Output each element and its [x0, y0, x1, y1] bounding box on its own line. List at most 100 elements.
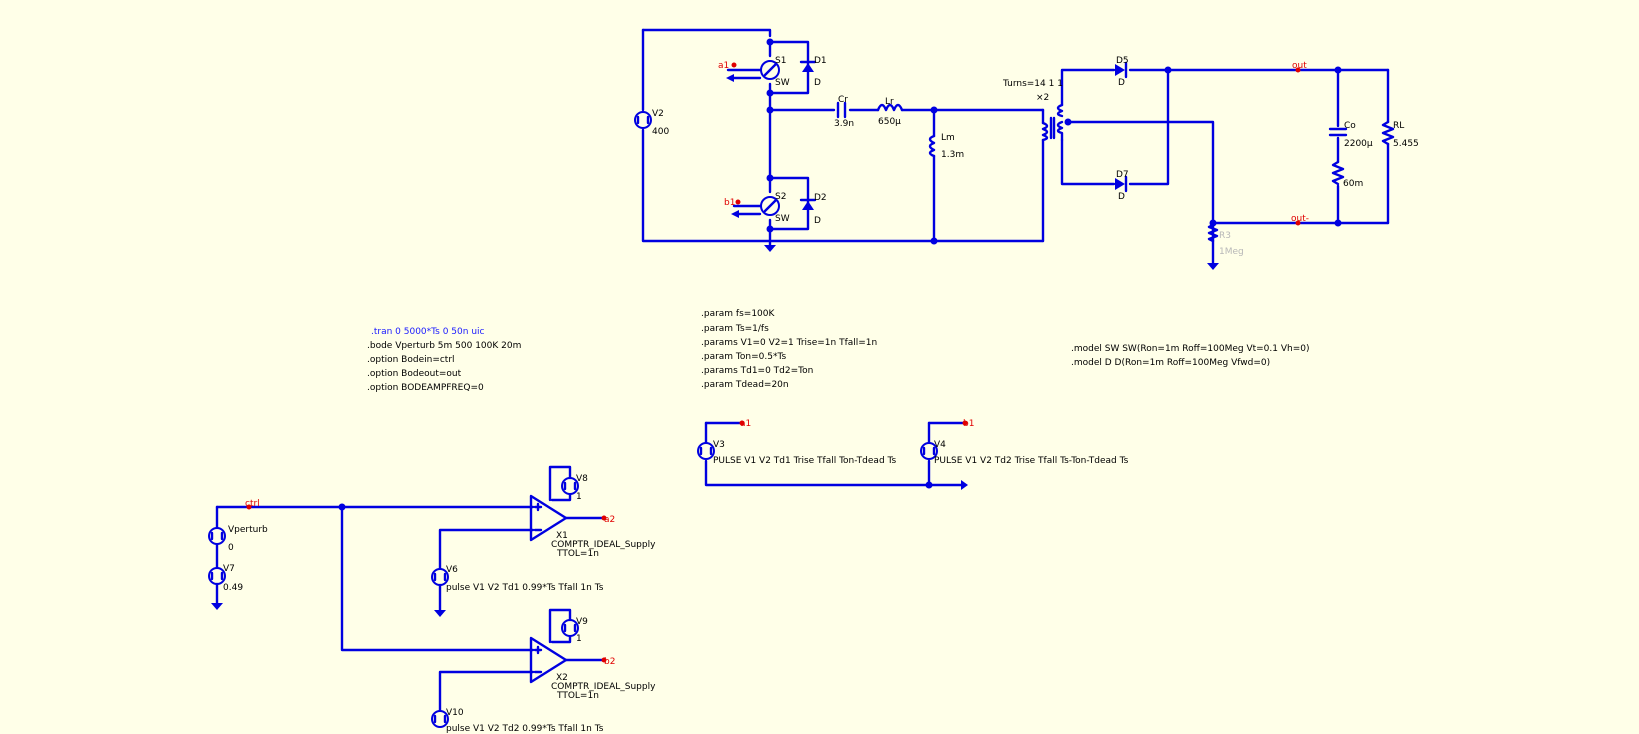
analysis-line-1: .bode Vperturb 5m 500 100K 20m: [367, 341, 521, 351]
switch-s1[interactable]: a1 S1 SW: [718, 56, 790, 88]
s1-model: SW: [775, 78, 790, 88]
d7-ref: D7: [1116, 170, 1129, 180]
vperturb-ref: Vperturb: [228, 525, 268, 535]
supply-source-v9[interactable]: V9 1: [561, 617, 588, 644]
ramp-source-v6[interactable]: V6 pulse V1 V2 Td1 0.99*Ts Tfall 1n Ts: [431, 565, 604, 593]
v2-value: 400: [652, 127, 669, 137]
param-line-4: .param Ton=0.5*Ts: [701, 352, 786, 362]
resistor-r3[interactable]: R3 1Meg: [1207, 223, 1244, 270]
cr-value: 3.9n: [834, 119, 854, 129]
lr-value: 650µ: [878, 117, 901, 127]
d1-ref: D1: [814, 56, 827, 66]
net-b1: b1: [724, 198, 735, 208]
control-wires: [211, 465, 606, 712]
net-b1-source: b1: [963, 419, 974, 429]
ramp-source-v10[interactable]: V10 pulse V1 V2 Td2 0.99*Ts Tfall 1n Ts: [431, 708, 604, 734]
v9-value: 1: [576, 634, 582, 644]
net-b2: b2: [604, 657, 615, 667]
comparator-x1[interactable]: a2 X1 COMPTR_IDEAL_Supply TTOL=1n: [529, 494, 656, 559]
param-line-3: .params V1=0 V2=1 Trise=1n Tfall=1n: [701, 338, 877, 348]
d5-ref: D5: [1116, 56, 1129, 66]
bias-source-v7[interactable]: V7 0.49: [208, 564, 243, 593]
v4-value: PULSE V1 V2 Td2 Trise Tfall Ts-Ton-Tdead…: [934, 456, 1129, 466]
v6-ref: V6: [446, 565, 458, 575]
v10-ref: V10: [446, 708, 464, 718]
analysis-line-3: .option Bodeout=out: [367, 369, 462, 379]
comparator-x2[interactable]: b2 X2 COMPTR_IDEAL_Supply TTOL=1n: [529, 636, 656, 701]
r3-value: 1Meg: [1219, 247, 1244, 257]
xfmr-ref: ×2: [1036, 93, 1049, 103]
net-a1: a1: [718, 61, 729, 71]
v6-value: pulse V1 V2 Td1 0.99*Ts Tfall 1n Ts: [446, 583, 604, 593]
x2-param: TTOL=1n: [556, 691, 599, 701]
ctrl-net: ctrl: [245, 499, 260, 510]
inductor-lm[interactable]: Lm 1.3m: [928, 133, 964, 160]
inductor-lr[interactable]: Lr 650µ: [876, 97, 904, 127]
model-directives[interactable]: .model SW SW(Ron=1m Roff=100Meg Vt=0.1 V…: [1071, 344, 1310, 368]
analysis-directives[interactable]: .bode Vperturb 5m 500 100K 20m .option B…: [367, 341, 521, 393]
param-line-6: .param Tdead=20n: [701, 380, 789, 390]
rl-ref: RL: [1393, 121, 1404, 131]
lm-ref: Lm: [941, 133, 955, 143]
capacitor-co[interactable]: Co 2200µ: [1328, 121, 1373, 149]
v7-ref: V7: [223, 564, 235, 574]
esr-value: 60m: [1343, 179, 1363, 189]
resistor-esr[interactable]: 60m: [1331, 160, 1363, 189]
diode-d2[interactable]: D2 D: [799, 193, 827, 226]
diode-d5[interactable]: D5 D: [1115, 56, 1129, 88]
v2-ref: V2: [652, 109, 664, 119]
voltage-source-v2[interactable]: V2 400: [634, 109, 669, 137]
tran-directive-text: .tran 0 5000*Ts 0 50n uic: [371, 327, 485, 337]
model-line-1: .model SW SW(Ron=1m Roff=100Meg Vt=0.1 V…: [1071, 344, 1310, 354]
v8-ref: V8: [576, 474, 588, 484]
perturb-source-vperturb[interactable]: Vperturb 0: [208, 525, 268, 553]
param-line-2: .param Ts=1/fs: [701, 324, 769, 334]
transformer-x2[interactable]: Turns=14 1 1 ×2: [1002, 79, 1064, 142]
v10-value: pulse V1 V2 Td2 0.99*Ts Tfall 1n Ts: [446, 724, 604, 734]
net-a2: a2: [604, 515, 615, 525]
output-net-labels: out out-: [1291, 61, 1309, 226]
param-directives[interactable]: .param fs=100K .param Ts=1/fs .params V1…: [701, 309, 877, 390]
ground-symbol: [764, 239, 776, 252]
v3-ref: V3: [713, 440, 725, 450]
gate-source-v3[interactable]: a1 V3 PULSE V1 V2 Td1 Trise Tfall Ton-Td…: [697, 419, 931, 487]
supply-source-v8[interactable]: V8 1: [561, 474, 588, 502]
s1-ref: S1: [775, 56, 786, 66]
diode-d7[interactable]: D7 D: [1115, 170, 1129, 202]
diode-d1[interactable]: D1 D: [799, 56, 827, 88]
d2-ref: D2: [814, 193, 827, 203]
x1-ref: X1: [556, 531, 568, 541]
param-line-1: .param fs=100K: [701, 309, 776, 319]
net-a1-source: a1: [740, 419, 751, 429]
vperturb-value: 0: [228, 543, 234, 553]
d1-model: D: [814, 78, 821, 88]
co-value: 2200µ: [1344, 139, 1373, 149]
x2-ref: X2: [556, 673, 568, 683]
x1-model: COMPTR_IDEAL_Supply: [551, 540, 656, 550]
net-out-minus: out-: [1291, 214, 1309, 224]
v8-value: 1: [576, 492, 582, 502]
model-line-2: .model D D(Ron=1m Roff=100Meg Vfwd=0): [1071, 358, 1270, 368]
capacitor-cr[interactable]: Cr 3.9n: [834, 95, 854, 129]
s2-model: SW: [775, 214, 790, 224]
cr-ref: Cr: [838, 95, 848, 105]
s2-ref: S2: [775, 192, 786, 202]
co-ref: Co: [1344, 121, 1356, 131]
analysis-line-4: .option BODEAMPFREQ=0: [367, 383, 484, 393]
gate-source-v4[interactable]: b1 V4 PULSE V1 V2 Td2 Trise Tfall Ts-Ton…: [920, 419, 1129, 490]
junction-dots: [766, 38, 1342, 245]
lr-ref: Lr: [885, 97, 894, 107]
x2-model: COMPTR_IDEAL_Supply: [551, 682, 656, 692]
d5-model: D: [1118, 78, 1125, 88]
switch-s2[interactable]: b1 S2 SW: [724, 192, 790, 224]
resistor-rl[interactable]: RL 5.455: [1381, 120, 1419, 149]
v4-ref: V4: [934, 440, 946, 450]
tran-directive[interactable]: .tran 0 5000*Ts 0 50n uic: [371, 327, 485, 337]
r3-ref: R3: [1219, 231, 1231, 241]
rl-value: 5.455: [1393, 139, 1419, 149]
param-line-5: .params Td1=0 Td2=Ton: [701, 366, 813, 376]
net-ctrl: ctrl: [245, 499, 260, 509]
xfmr-turns: Turns=14 1 1: [1002, 79, 1063, 89]
x1-param: TTOL=1n: [556, 549, 599, 559]
